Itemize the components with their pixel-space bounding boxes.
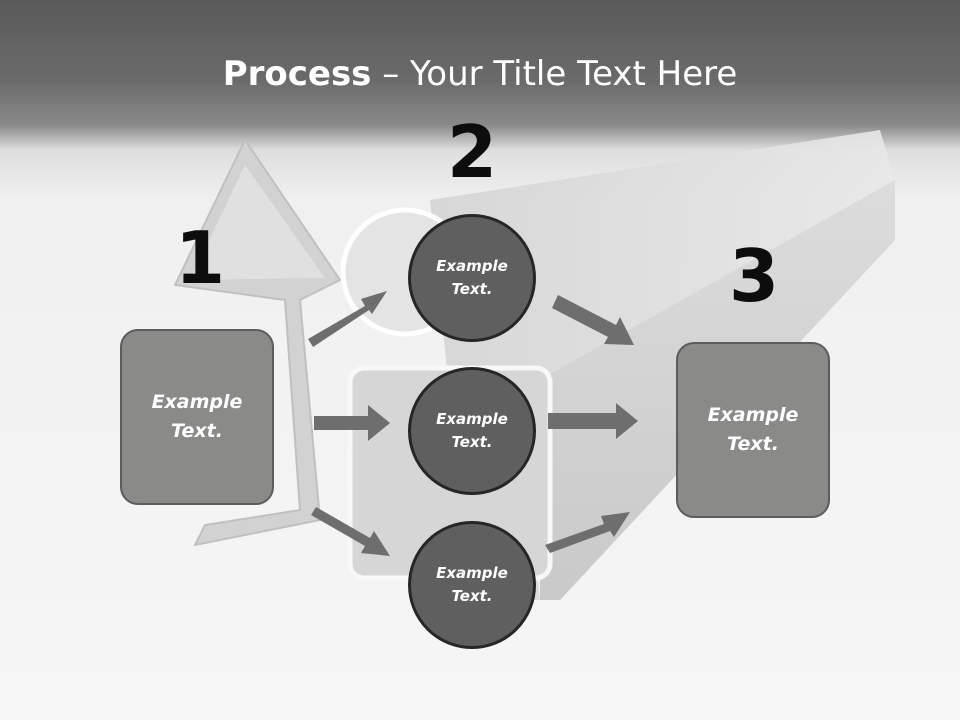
slide-title: Process – Your Title Text Here [0, 52, 960, 96]
left-box-line2: Text. [171, 420, 223, 442]
left-box: Example Text. [120, 329, 274, 505]
step-number-2: 2 [446, 110, 498, 194]
circle-middle-line1: Example [436, 410, 508, 428]
step-number-1: 1 [174, 216, 226, 300]
circle-top-line1: Example [436, 257, 508, 275]
arrow-left-to-middle [314, 405, 390, 441]
arrow-left-to-top [308, 291, 387, 347]
circle-middle: Example Text. [408, 367, 536, 495]
right-box-line2: Text. [727, 433, 779, 455]
title-rest: – Your Title Text Here [371, 54, 738, 94]
title-strong: Process [222, 54, 372, 94]
left-box-line1: Example [151, 391, 243, 413]
right-box: Example Text. [676, 342, 830, 518]
arrow-middle-to-right [548, 403, 638, 439]
circle-bottom-line1: Example [436, 564, 508, 582]
circle-top-line2: Text. [451, 280, 493, 298]
circle-bottom-line2: Text. [451, 587, 493, 605]
step-number-3: 3 [728, 234, 780, 318]
arrow-left-to-bottom [311, 507, 390, 556]
circle-bottom: Example Text. [408, 521, 536, 649]
arrow-top-to-right [552, 295, 634, 345]
angle-profile-inner [190, 165, 325, 280]
right-box-line1: Example [707, 404, 799, 426]
circle-top: Example Text. [408, 214, 536, 342]
circle-middle-line2: Text. [451, 433, 493, 451]
arrow-bottom-to-right [545, 512, 630, 553]
